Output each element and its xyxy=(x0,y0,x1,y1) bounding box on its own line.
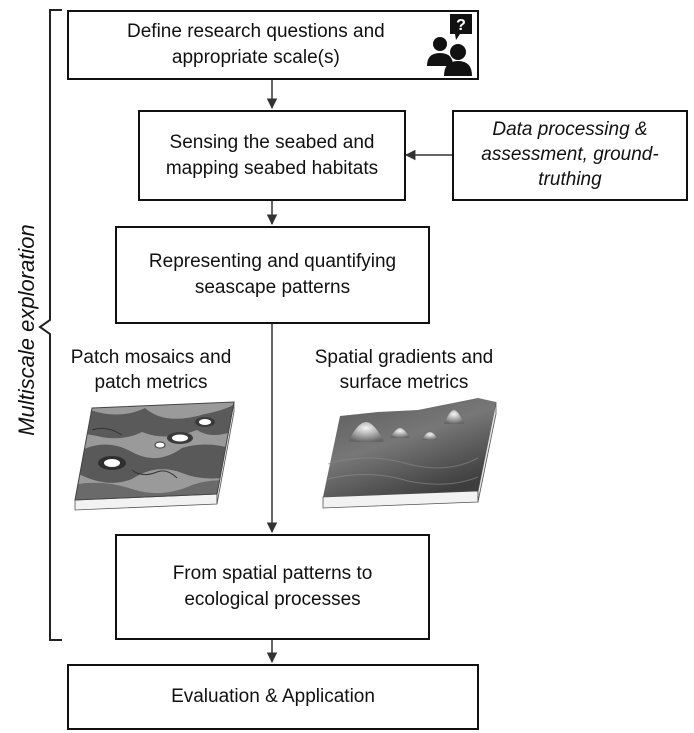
svg-text:?: ? xyxy=(456,17,466,34)
step-representing-line1: Representing and quantifying xyxy=(148,251,397,273)
scale-bracket xyxy=(38,9,62,641)
step-patterns-line2: ecological processes xyxy=(184,589,361,610)
step-data-processing: Data processing & assessment, ground- tr… xyxy=(452,110,688,201)
panel-gradient-line1: Spatial gradients and xyxy=(314,347,494,368)
step-evaluation: Evaluation & Application xyxy=(67,664,479,730)
step-data-line3: truthing xyxy=(538,168,602,190)
step-sensing-line1: Sensing the seabed and xyxy=(169,131,375,153)
panel-gradient-label: Spatial gradients and surface metrics xyxy=(298,346,510,395)
step-patterns-processes: From spatial patterns to ecological proc… xyxy=(115,534,430,640)
step-sensing-line2: mapping seabed habitats xyxy=(165,157,379,179)
people-question-icon: ? xyxy=(427,14,472,76)
surface-gradient-image xyxy=(322,398,497,509)
step-define: Define research questions and appropriat… xyxy=(67,10,479,80)
panel-patch-line2: patch metrics xyxy=(94,371,208,393)
step-patterns-line1: From spatial patterns to xyxy=(172,563,373,585)
panel-gradient-line2: surface metrics xyxy=(339,371,469,393)
step-representing: Representing and quantifying seascape pa… xyxy=(115,226,430,324)
step-representing-line2: seascape patterns xyxy=(194,277,351,298)
step-data-line1: Data processing & xyxy=(492,119,648,141)
step-evaluation-line1: Evaluation & Application xyxy=(171,686,375,708)
step-data-line2: assessment, ground- xyxy=(481,144,659,166)
panel-patch-line1: Patch mosaics and xyxy=(70,347,232,368)
step-define-line1: Define research questions and xyxy=(127,21,385,43)
step-sensing: Sensing the seabed and mapping seabed ha… xyxy=(138,110,406,201)
side-label-text: Multiscale exploration xyxy=(14,224,39,436)
panel-patch-label: Patch mosaics and patch metrics xyxy=(62,346,240,395)
step-define-line2: appropriate scale(s) xyxy=(171,47,340,68)
patch-mosaic-image xyxy=(74,401,235,511)
